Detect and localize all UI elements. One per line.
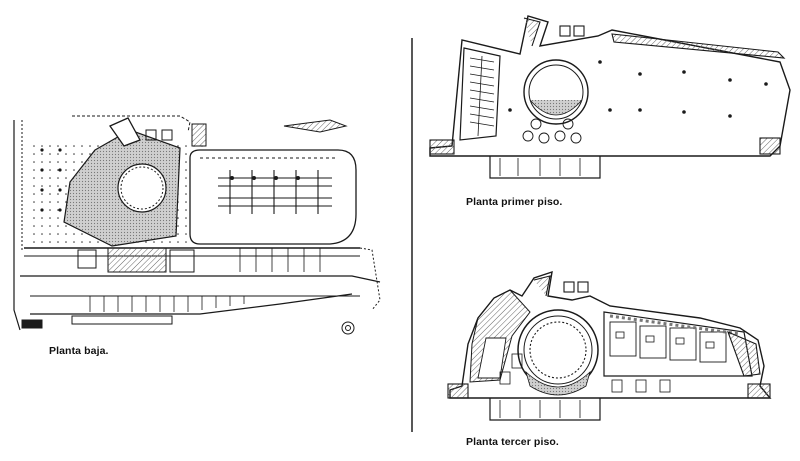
ground-floor-plan [13, 115, 381, 335]
third-floor-plan [447, 270, 772, 421]
first-floor-plan [429, 15, 791, 179]
third-floor-caption: Planta tercer piso. [466, 436, 559, 448]
first-floor-caption: Planta primer piso. [466, 196, 563, 208]
ground-floor-caption: Planta baja. [49, 345, 109, 357]
